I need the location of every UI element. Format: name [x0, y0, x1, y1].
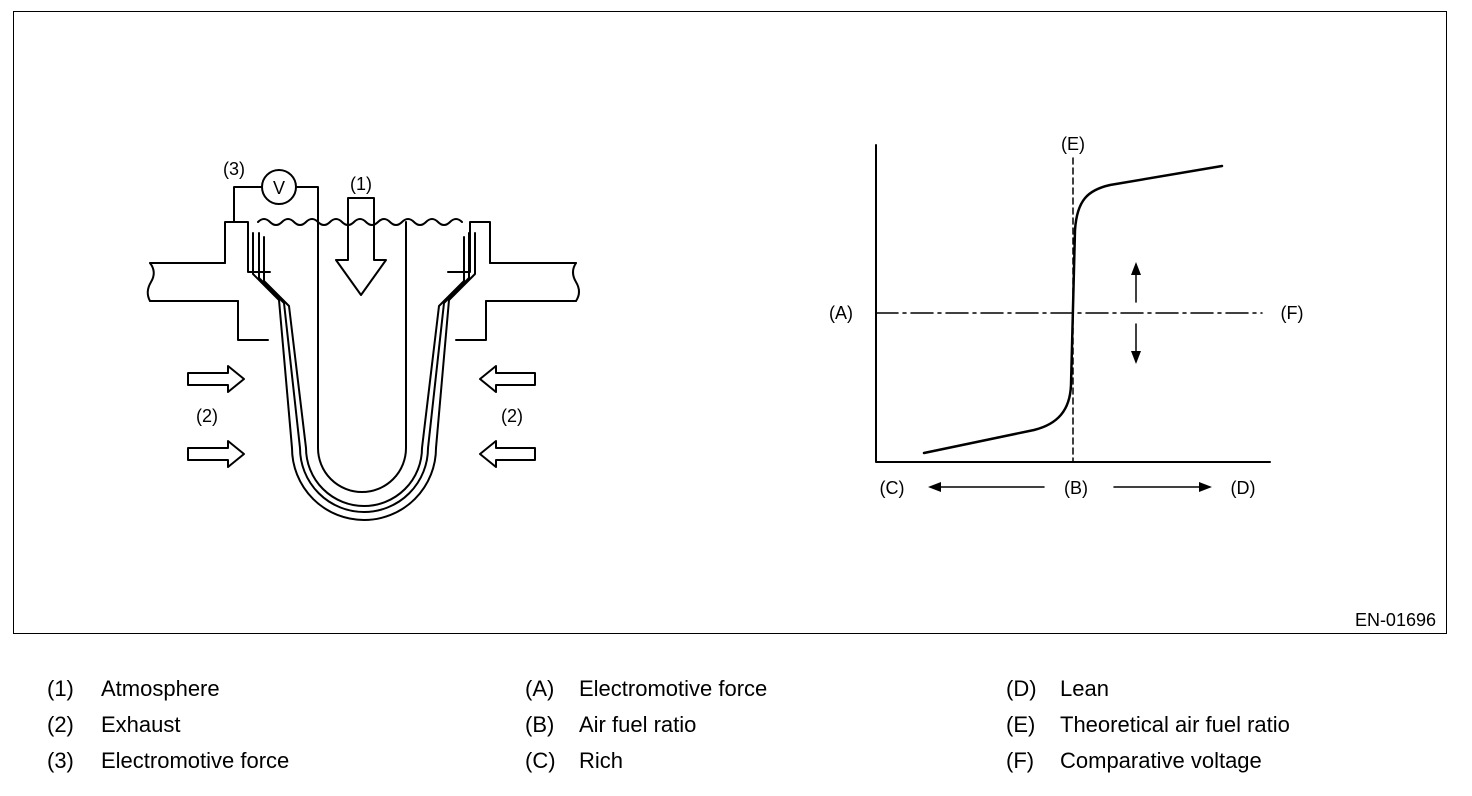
legend-key: (1) [47, 676, 74, 701]
legend-key: (A) [525, 676, 555, 701]
legend-key: (2) [47, 712, 74, 737]
atmosphere-arrow-icon [335, 197, 387, 296]
exhaust-label-right: (2) [501, 406, 523, 426]
exhaust-arrow-icon [479, 440, 536, 468]
legend-text: Atmosphere [101, 676, 220, 701]
legend-text: Theoretical air fuel ratio [1060, 712, 1290, 737]
exhaust-pipe-left [146, 262, 239, 302]
legend-text: Lean [1060, 676, 1109, 701]
graph-label-a: (A) [829, 303, 853, 323]
exhaust-label-left: (2) [196, 406, 218, 426]
exhaust-arrow-icon [187, 365, 245, 393]
figure-frame [13, 11, 1447, 634]
graph-label-b: (B) [1064, 478, 1088, 498]
emf-curve [922, 164, 1224, 455]
voltmeter-icon [261, 169, 297, 205]
legend-key: (C) [525, 748, 556, 773]
sensor-mount [224, 221, 491, 341]
legend-text: Comparative voltage [1060, 748, 1262, 773]
figure-id: EN-01696 [1355, 610, 1436, 630]
exhaust-arrows-left [187, 365, 245, 468]
legend-key: (3) [47, 748, 74, 773]
exhaust-arrows-right [479, 365, 536, 468]
legend-key: (B) [525, 712, 555, 737]
exhaust-pipe-right [485, 262, 580, 302]
sensor-element [252, 218, 476, 521]
voltmeter-circuit [233, 169, 319, 223]
legend-key: (F) [1006, 748, 1035, 773]
graph-axes [875, 144, 1271, 463]
legend-text: Rich [579, 748, 624, 773]
exhaust-arrow-icon [187, 440, 245, 468]
exhaust-arrow-icon [479, 365, 536, 393]
legend-text: Electromotive force [101, 748, 290, 773]
legend-key: (E) [1006, 712, 1036, 737]
legend-key: (D) [1006, 676, 1037, 701]
legend-text: Exhaust [101, 712, 181, 737]
atmosphere-label: (1) [350, 174, 372, 194]
graph-label-c: (C) [880, 478, 905, 498]
graph-label-f: (F) [1281, 303, 1304, 323]
emf-label: (3) [223, 159, 245, 179]
graph-label-e: (E) [1061, 134, 1085, 154]
legend-text: Electromotive force [579, 676, 768, 701]
voltmeter-letter: V [273, 178, 285, 198]
legend-text: Air fuel ratio [579, 712, 697, 737]
figure-diagram: (1) (3) V (2) (2) (E) (A) (F) (C) (B) (D… [146, 134, 1436, 630]
graph-label-d: (D) [1231, 478, 1256, 498]
